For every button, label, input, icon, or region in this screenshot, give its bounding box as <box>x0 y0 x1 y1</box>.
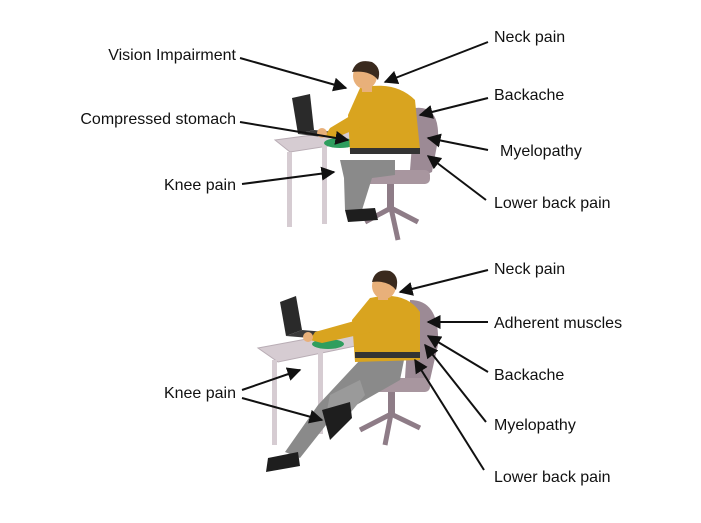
figure-upright <box>273 61 439 241</box>
label-knee-pain: Knee pain <box>164 177 236 194</box>
label-adherent-muscles: Adherent muscles <box>494 315 622 332</box>
label-lower-back-pain: Lower back pain <box>494 469 611 486</box>
label-knee-pain: Knee pain <box>164 385 236 402</box>
arrow-lower-back-2 <box>414 358 485 471</box>
person-slouched <box>266 270 420 472</box>
arrow-vision <box>239 57 348 92</box>
arrow-backache <box>418 97 489 119</box>
labels-bottom: Knee pain Neck pain Adherent muscles Bac… <box>164 261 622 486</box>
arrow-knee-1 <box>241 367 302 391</box>
person-upright <box>317 61 420 222</box>
label-neck-pain: Neck pain <box>494 261 565 278</box>
label-vision-impairment: Vision Impairment <box>108 47 236 64</box>
label-myelopathy: Myelopathy <box>494 417 576 434</box>
arrow-knee <box>241 166 336 185</box>
label-lower-back-pain: Lower back pain <box>494 195 611 212</box>
label-myelopathy: Myelopathy <box>500 143 582 160</box>
callout-arrows <box>239 41 489 471</box>
labels-top: Vision Impairment Compressed stomach Kne… <box>80 29 610 212</box>
arrow-neck <box>383 41 489 84</box>
label-neck-pain: Neck pain <box>494 29 565 46</box>
arrow-knee-2 <box>241 397 324 424</box>
arrow-neck-2 <box>398 269 489 296</box>
label-backache: Backache <box>494 367 564 384</box>
arrow-stomach <box>239 121 350 145</box>
arrow-myelopathy-2 <box>424 343 487 423</box>
figure-slouched <box>256 270 439 472</box>
arrow-lower-back <box>426 155 487 201</box>
arrow-backache-2 <box>426 335 489 373</box>
label-compressed-stomach: Compressed stomach <box>80 111 236 128</box>
arrow-myelopathy <box>426 133 489 151</box>
label-backache: Backache <box>494 87 564 104</box>
